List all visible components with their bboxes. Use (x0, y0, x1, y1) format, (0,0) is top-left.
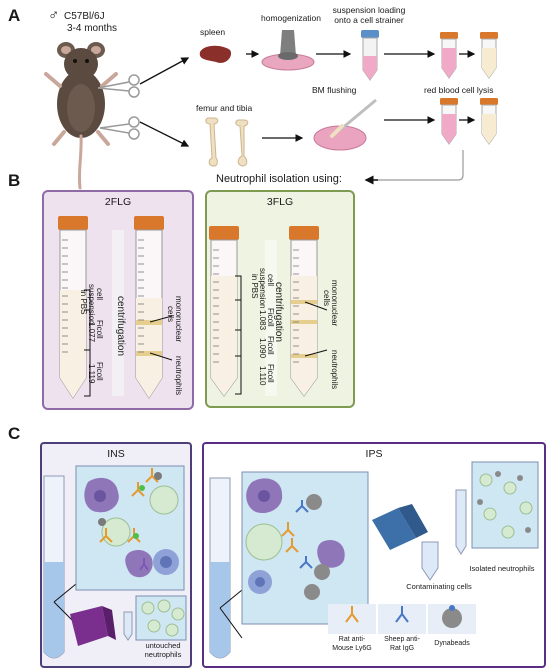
title-ins: INS (107, 448, 125, 460)
ips-illustration (209, 461, 539, 659)
legend-rat-2: Mouse Ly6G (332, 645, 372, 652)
legend-rat-1: Rat anti- (338, 636, 366, 643)
bones-icon (205, 117, 249, 167)
panel-a-arrows (139, 50, 476, 185)
ins-illustration (43, 465, 187, 659)
step-bm-label: BM flushing (312, 85, 357, 95)
male-symbol: ♂ (48, 7, 60, 24)
fl3-centrifugation: centrifugation (273, 282, 284, 343)
panel-c-letter: C (8, 424, 21, 443)
panel-a-letter: A (8, 6, 21, 25)
fl2-label-cells: cells (166, 306, 175, 323)
fl3-label-neutrophils: neutrophils (330, 350, 339, 390)
step-spleen-label: spleen (200, 27, 226, 37)
step-suspension-label-1: suspension loading (332, 5, 406, 15)
fl3-label-1110: 1.110 (258, 366, 267, 386)
strainer-tube-icon (361, 30, 379, 81)
tubes-2flg (58, 216, 173, 399)
ins-caption-1: untouched (145, 641, 181, 650)
step-femur-label: femur and tibia (196, 103, 253, 113)
title-3flg: 3FLG (266, 196, 294, 208)
tube-cream-bottom (480, 98, 498, 145)
ips-contaminating-label: Contaminating cells (406, 582, 472, 591)
tube-pink-bottom (440, 98, 458, 145)
neutrophil-isolation-heading: Neutrophil isolation using: (216, 173, 342, 185)
ips-isolated-label: Isolated neutrophils (469, 564, 535, 573)
homogenizer-icon (261, 30, 315, 71)
fl3-label-1083: 1.083 (258, 310, 267, 331)
bm-flushing-icon (313, 98, 377, 151)
mouse-strain: C57Bl/6J (64, 11, 105, 22)
fl2-label-neutrophils: neutrophils (174, 356, 183, 396)
fl3-label-cells: cells (322, 290, 331, 307)
step-homogenization-label: homogenization (261, 13, 322, 23)
fl2-label-1119: 1.119 (87, 364, 96, 384)
fl2-label-inpbs: in PBS (79, 290, 88, 315)
mouse-illustration (44, 42, 140, 190)
spleen-icon (199, 45, 232, 63)
legend-sheep-2: Rat IgG (389, 645, 415, 652)
fl3-label-inpbs: in PBS (250, 274, 259, 299)
legend-dynabeads: Dynabeads (434, 640, 470, 647)
mouse-age: 3-4 months (67, 23, 118, 34)
fl2-centrifugation: centrifugation (115, 296, 126, 357)
step-rbc-label: red blood cell lysis (424, 85, 494, 95)
fl2-label-1077: 1.077 (87, 322, 96, 343)
tubes-3flg (209, 226, 328, 397)
legend-sheep-1: Sheep anti- (384, 636, 420, 643)
title-2flg: 2FLG (104, 196, 132, 208)
step-suspension-label-2: onto a cell strainer (334, 15, 404, 25)
fl3-label-1090: 1.090 (258, 338, 267, 359)
ins-caption-2: neutrophils (144, 650, 182, 659)
tube-cream-top (480, 32, 498, 79)
panel-b-letter: B (8, 171, 21, 190)
title-ips: IPS (365, 448, 383, 460)
tube-pink-top (440, 32, 458, 79)
